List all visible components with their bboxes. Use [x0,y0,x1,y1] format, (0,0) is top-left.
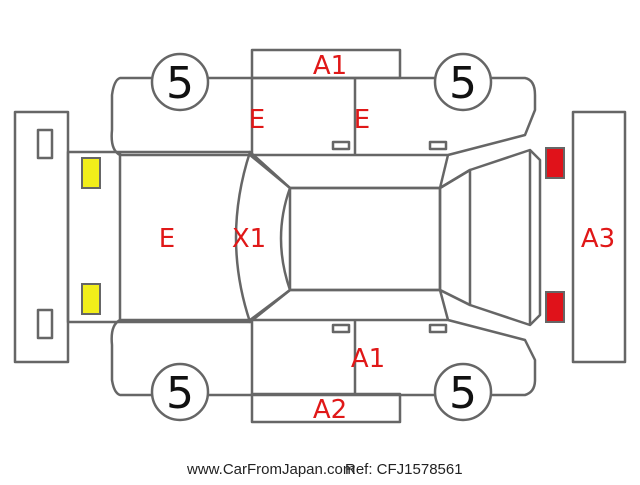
rear-lamp-top [545,147,565,179]
wheel-front-left [150,52,210,112]
rear-window [438,168,472,307]
mark-rear-panel: A3 [581,224,615,254]
footer-site: www.CarFromJapan.com [186,461,355,478]
rear-lamp-bottom [545,291,565,323]
roof [288,186,442,292]
front-lamp-top [81,157,101,189]
front-bumper [13,110,70,364]
wheel-rear-right [433,362,493,422]
front-lamp-bottom [81,283,101,315]
mark-bottom-panel: A2 [313,395,347,425]
top-body-side [110,76,537,157]
tyre-front-left: 5 [166,58,194,109]
tyre-front-right: 5 [449,58,477,109]
mark-front-door-upper: E [249,105,265,135]
windshield [234,150,292,324]
wheel-front-right [433,52,493,112]
bottom-body-side [110,318,537,397]
tyre-rear-right: 5 [449,368,477,419]
mark-rear-door-lower: A1 [351,344,385,374]
front-bumper-slot-top [36,128,54,160]
front-bumper-slot-bottom [36,308,54,340]
wheel-rear-left [150,362,210,422]
mark-rear-door-upper: E [354,105,370,135]
mark-top-panel: A1 [313,51,347,81]
rear-bumper [571,110,627,364]
footer-ref: Ref: CFJ1578561 [345,461,463,478]
mark-hood: E [159,224,175,254]
tyre-rear-left: 5 [166,368,194,419]
mark-front-pillar: X1 [232,224,266,254]
